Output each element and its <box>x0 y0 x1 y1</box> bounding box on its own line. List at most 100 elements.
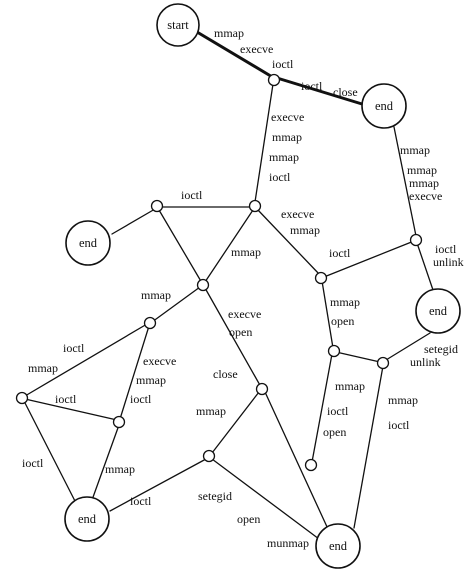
edge-n9-end-bottom-left <box>91 424 120 501</box>
edge-label: execve <box>271 110 304 124</box>
edge-label: ioctl <box>329 246 351 260</box>
state-end-right-circle <box>415 288 461 334</box>
edge-label: mmap <box>409 176 439 190</box>
edge-n13-end-bottom <box>264 391 329 530</box>
edge-label: ioctl <box>301 79 323 93</box>
state-end-top-right-label: end <box>375 99 394 113</box>
edge-label: open <box>323 425 346 439</box>
edge-label: mmap <box>105 462 135 476</box>
state-end-bottom-left-label: end <box>78 512 97 526</box>
edge-label: execve <box>143 354 176 368</box>
edge-label: ioctl <box>435 242 457 256</box>
state-node-n7 <box>143 316 157 330</box>
edge-label: mmap <box>290 223 320 237</box>
state-end-left-circle <box>65 220 111 266</box>
state-end-left-label: end <box>79 236 98 250</box>
edge-label: ioctl <box>272 57 294 71</box>
terminal-states: start end end end end end <box>64 3 461 569</box>
edge-label: unlink <box>410 355 441 369</box>
edge-label: mmap <box>196 404 226 418</box>
state-node-n6 <box>196 278 210 292</box>
state-node-n13 <box>255 382 269 396</box>
state-node-n5 <box>409 233 423 247</box>
edge-n3-n4 <box>256 208 321 276</box>
state-node-n10 <box>327 344 341 358</box>
edge-n7-n9 <box>119 325 150 420</box>
state-end-bottom-left: end <box>64 496 110 542</box>
state-node-n9 <box>112 415 126 429</box>
state-end-left: end <box>65 220 111 266</box>
edge-label: setegid <box>424 342 458 356</box>
edge-n14-end-bottom-left <box>109 458 207 512</box>
edge-n1-n3 <box>254 83 274 203</box>
state-end-right-label: end <box>429 304 448 318</box>
edge-n12-end-bottom <box>353 365 384 529</box>
state-node-n2 <box>150 199 164 213</box>
edge-label: mmap <box>330 295 360 309</box>
edge-start-n1 <box>195 30 276 80</box>
edge-label: munmap <box>267 536 309 550</box>
edge-label: close <box>333 85 358 99</box>
state-node-n4 <box>314 271 328 285</box>
edge-label: ioctl <box>22 456 44 470</box>
edge-n5-end-right <box>416 242 434 291</box>
state-end-bottom-left-circle <box>64 496 110 542</box>
edge-n6-n7 <box>151 286 201 323</box>
edge-label: execve <box>228 307 261 321</box>
edge-label: open <box>331 314 354 328</box>
edge-label: execve <box>240 42 273 56</box>
edge-label: open <box>237 512 260 526</box>
edge-label: ioctl <box>181 188 203 202</box>
edge-label: mmap <box>28 361 58 375</box>
edge-n8-end-bottom-left <box>23 400 78 506</box>
edge-label: mmap <box>400 143 430 157</box>
state-end-bottom: end <box>315 523 361 569</box>
edge-label: open <box>229 325 252 339</box>
edge-n4-n10 <box>321 280 334 349</box>
edge-label: ioctl <box>269 170 291 184</box>
edge-n4-n5 <box>323 240 415 278</box>
edge-label: mmap <box>231 245 261 259</box>
state-end-bottom-label: end <box>329 539 348 553</box>
state-start-label: start <box>167 18 189 32</box>
transition-labels: mmap execve ioctl ioctl close execve mma… <box>22 26 464 550</box>
state-node-n8 <box>15 391 29 405</box>
edge-label: ioctl <box>130 494 152 508</box>
edge-label: mmap <box>214 26 244 40</box>
edge-n8-n9 <box>24 398 118 421</box>
state-end-bottom-circle <box>315 523 361 569</box>
edge-n1-end-top-right <box>275 76 364 106</box>
edge-n6-n13 <box>204 287 262 388</box>
edge-label: ioctl <box>327 404 349 418</box>
state-end-right: end <box>415 288 461 334</box>
edge-n10-n11 <box>311 353 333 463</box>
edge-label: close <box>213 367 238 381</box>
state-start: start <box>156 3 200 47</box>
state-start-circle <box>156 3 200 47</box>
edge-label: mmap <box>269 150 299 164</box>
transition-edges <box>23 30 434 540</box>
edge-label: mmap <box>272 130 302 144</box>
edge-label: mmap <box>141 288 171 302</box>
edge-n13-n14 <box>211 391 260 454</box>
state-node-n12 <box>376 356 390 370</box>
state-end-top-right-circle <box>361 83 407 129</box>
edge-n10-n12 <box>335 351 381 363</box>
edge-label: mmap <box>407 163 437 177</box>
edge-label: execve <box>409 189 442 203</box>
edge-n7-n8 <box>24 323 148 397</box>
edge-label: ioctl <box>130 392 152 406</box>
edge-n2-n6 <box>158 209 203 284</box>
edge-label: unlink <box>433 255 464 269</box>
state-node-n11 <box>304 458 318 472</box>
state-node-n3 <box>248 199 262 213</box>
edge-label: ioctl <box>55 392 77 406</box>
edge-label: ioctl <box>388 418 410 432</box>
edge-label: execve <box>281 207 314 221</box>
intermediate-states <box>15 73 423 472</box>
edge-n2-end-left <box>111 208 156 235</box>
edge-label: mmap <box>136 373 166 387</box>
edge-label: mmap <box>335 379 365 393</box>
edge-end-top-right-n5 <box>393 126 417 237</box>
